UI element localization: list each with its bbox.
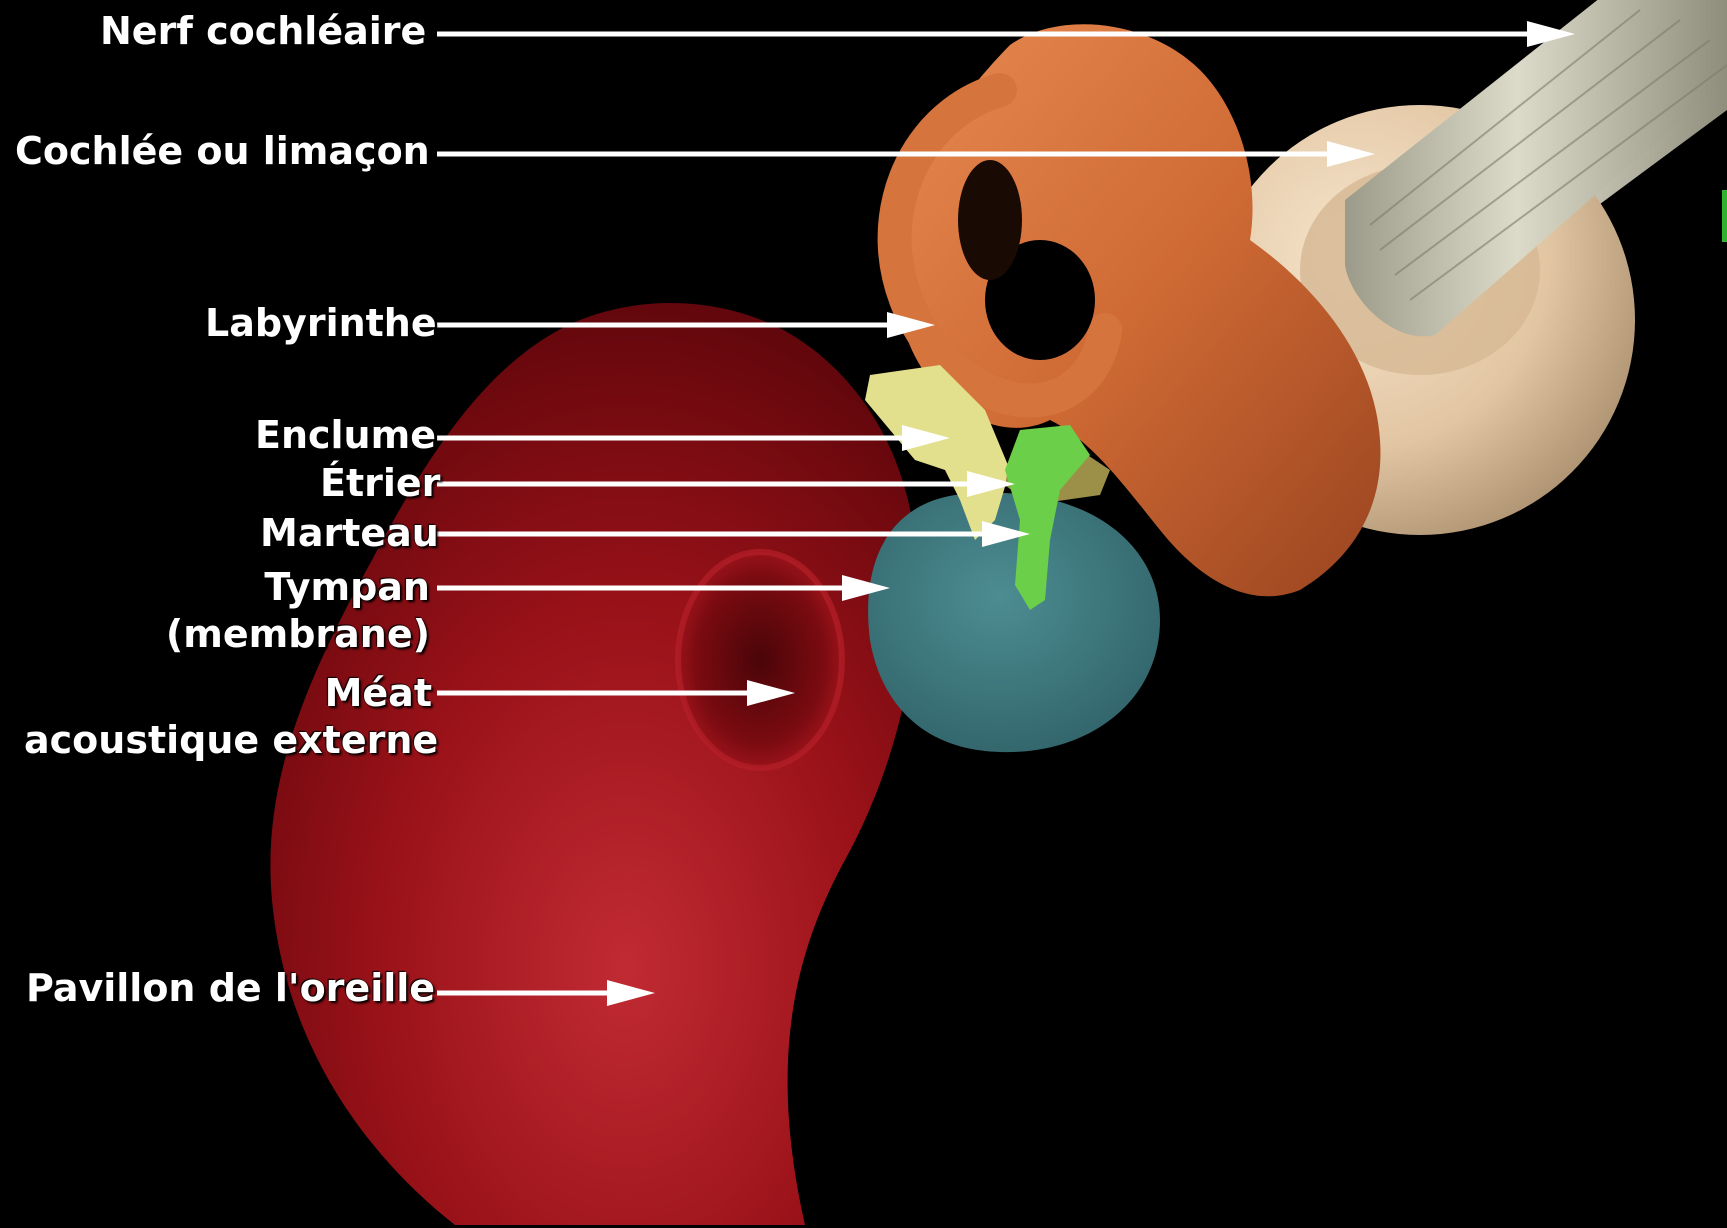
- green-edge-mark: [1722, 190, 1727, 242]
- label-tympanum: Tympan: [160, 564, 430, 611]
- label-incus: Enclume: [255, 412, 436, 459]
- label-cochlea: Cochlée ou limaçon: [15, 128, 430, 175]
- label-malleus: Marteau: [260, 510, 439, 557]
- label-meatus-sub: acoustique externe: [24, 717, 438, 764]
- label-tympanum-sub: (membrane): [160, 611, 430, 658]
- label-pinna: Pavillon de l'oreille: [26, 965, 435, 1012]
- labyrinth-hole-2: [958, 160, 1022, 280]
- label-cochlear-nerve: Nerf cochléaire: [100, 8, 426, 55]
- label-stapes: Étrier: [320, 460, 440, 507]
- label-meatus: Méat: [200, 670, 432, 717]
- label-labyrinth: Labyrinthe: [205, 300, 437, 347]
